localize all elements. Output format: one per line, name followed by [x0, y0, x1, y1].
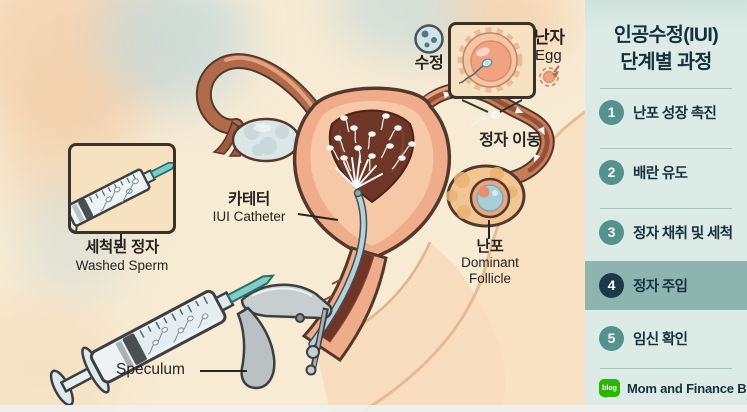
step-number-badge: 3: [599, 219, 624, 245]
follicle-label-ko: 난포: [476, 238, 504, 255]
speculum: [236, 283, 333, 390]
anatomy-illustration: [49, 24, 585, 412]
step-number-badge: 2: [599, 159, 624, 185]
uterus: [292, 86, 452, 260]
sidebar-footer: blog Mom and Finance Blog: [598, 368, 747, 412]
sidebar-title-line1: 인공수정(IUI): [613, 24, 719, 46]
iui-catheter: [308, 188, 368, 348]
step-label: 임신 확인: [633, 331, 688, 348]
divider: [600, 207, 732, 209]
step-label: 배란 유도: [633, 165, 688, 182]
washed-sperm-inset: [68, 143, 176, 234]
fertilization-icon: [414, 24, 444, 54]
sperm-movement-label: 정자 이동: [479, 132, 541, 149]
step-number-badge: 4: [599, 272, 624, 298]
sperm-cell: [458, 58, 493, 84]
egg-label-en: Egg: [535, 47, 562, 64]
label-pointer-lines: [120, 213, 490, 372]
sperm-meets-egg: [470, 110, 500, 126]
steps-sidebar: 인공수정(IUI) 단계별 과정 1 난포 성장 촉진 2 배란 유도 3 정자…: [585, 0, 747, 412]
step-item-3: 3 정자 채취 및 세척: [598, 209, 734, 256]
sperm-direction-arrows: [443, 88, 545, 163]
syringe: [49, 274, 276, 407]
sidebar-title: 인공수정(IUI) 단계별 과정: [598, 22, 734, 76]
step-item-5: 5 임신 확인: [598, 315, 734, 362]
step-label: 난포 성장 촉진: [633, 105, 717, 122]
catheter-label-en: IUI Catheter: [212, 209, 286, 224]
right-ovary: [446, 164, 526, 228]
step-label: 정자 주입: [633, 278, 688, 295]
step-number-badge: 5: [599, 325, 624, 351]
egg-label-ko: 난자: [534, 28, 565, 47]
blog-icon: blog: [599, 379, 620, 398]
egg-closeup-art: [457, 27, 523, 93]
sidebar-title-line2: 단계별 과정: [620, 50, 712, 73]
egg-closeup-inset: [448, 22, 536, 99]
background-blob: [100, 0, 250, 110]
blog-name: Mom and Finance Blog: [627, 380, 747, 396]
step-item-1: 1 난포 성장 촉진: [598, 89, 734, 136]
divider: [600, 87, 732, 89]
sperm-spray: [326, 113, 416, 189]
speculum-label: Speculum: [116, 361, 185, 378]
dominant-follicle: [469, 177, 511, 219]
blog-credit: blog Mom and Finance Blog: [598, 369, 747, 412]
illustration-area: 수정 난자 Egg 정자 이동 카테터 IUI Catheter 세척된 정자 …: [0, 0, 585, 412]
washed-sperm-label-ko: 세척된 정자: [85, 239, 159, 256]
egg-inset-callout: [461, 99, 523, 113]
step-number-badge: 1: [599, 99, 624, 125]
step-item-2: 2 배란 유도: [598, 149, 734, 196]
catheter-label-ko: 카테터: [228, 191, 270, 208]
divider: [600, 147, 732, 149]
step-item-4-active: 4 정자 주입: [585, 260, 747, 310]
step-label: 정자 채취 및 세척: [633, 225, 733, 242]
fertilization-label: 수정: [414, 55, 444, 72]
follicle-label-en1: Dominant: [461, 255, 519, 270]
bottom-edge: [0, 405, 747, 412]
follicle-label-en2: Follicle: [468, 271, 511, 286]
ovulation-icon: [539, 65, 560, 87]
washed-sperm-art: [71, 161, 173, 231]
left-ovary: [231, 117, 301, 163]
divider: [600, 368, 732, 369]
washed-sperm-label-en: Washed Sperm: [75, 258, 169, 273]
